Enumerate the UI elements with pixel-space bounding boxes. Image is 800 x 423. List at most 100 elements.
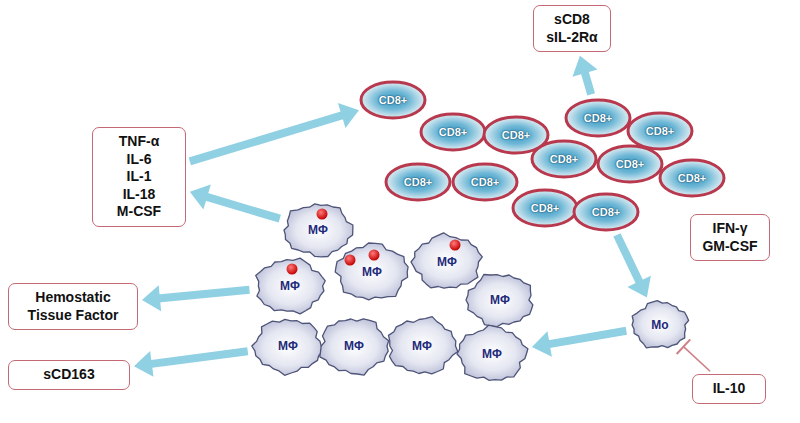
cd8-t-cell: CD8+ xyxy=(419,112,487,152)
macrophage: MΦ xyxy=(248,314,328,378)
arrow-shaft xyxy=(548,331,627,345)
cd8-t-cell: CD8+ xyxy=(451,162,519,202)
arrow-shaft xyxy=(150,351,248,364)
phagocytosed-cell xyxy=(450,240,461,251)
signal-arrow xyxy=(190,103,359,161)
cell-label: CD8+ xyxy=(616,158,644,170)
cell-label: CD8+ xyxy=(531,202,559,214)
macrophage: MΦ xyxy=(250,254,330,318)
inhibition-line xyxy=(683,347,710,372)
arrow-shaft xyxy=(205,196,280,218)
phagocytosed-cell xyxy=(317,209,328,220)
cell-membrane xyxy=(532,141,596,177)
arrowhead xyxy=(627,276,650,298)
cell-label: MΦ xyxy=(412,339,432,353)
cell-label: CD8+ xyxy=(471,176,499,188)
cd8-t-cell: CD8+ xyxy=(658,158,726,198)
arrowhead xyxy=(338,103,359,128)
box-text: TNF-α IL-6 IL-1 IL-18 M-CSF xyxy=(115,133,164,221)
macrophage: MΦ xyxy=(461,269,539,331)
cell-label: CD8+ xyxy=(502,129,530,141)
cell-label: MΦ xyxy=(437,255,457,269)
cell-body xyxy=(252,319,324,375)
cell-label: Mo xyxy=(651,318,668,332)
cell-label: CD8+ xyxy=(439,126,467,138)
cd8-t-cell: CD8+ xyxy=(530,139,598,179)
arrow-shaft xyxy=(158,290,250,299)
arrowhead xyxy=(190,185,211,210)
cell-label: CD8+ xyxy=(379,94,407,106)
cd8-t-cell: CD8+ xyxy=(384,162,452,202)
cell-body xyxy=(335,243,408,300)
signal-arrow xyxy=(142,285,249,311)
box-text: Hemostatic Tissue Factor xyxy=(18,289,128,324)
cytokine-box: sCD163 xyxy=(8,360,130,390)
cell-label: MΦ xyxy=(278,339,298,353)
cell-label: MΦ xyxy=(490,293,510,307)
monocyte: Mo xyxy=(627,297,693,353)
arrow-shaft xyxy=(617,235,640,283)
signal-arrow xyxy=(190,185,280,219)
phagocytosed-cell xyxy=(287,264,298,275)
cd8-t-cell: CD8+ xyxy=(359,80,427,120)
arrowhead xyxy=(532,331,552,357)
macrophage: MΦ xyxy=(382,313,462,379)
cd8-t-cell: CD8+ xyxy=(511,188,579,228)
cell-membrane xyxy=(660,160,724,196)
signal-arrow xyxy=(134,351,248,377)
cell-label: MΦ xyxy=(344,339,364,353)
arrowhead xyxy=(142,285,161,311)
cell-body xyxy=(411,233,482,288)
cell-label: CD8+ xyxy=(404,176,432,188)
cell-membrane xyxy=(453,164,517,200)
cell-membrane xyxy=(628,113,692,149)
cell-membrane xyxy=(361,82,425,118)
macrophage: MΦ xyxy=(314,313,394,379)
cell-membrane xyxy=(386,164,450,200)
cell-body xyxy=(389,317,458,374)
inhibition-connector xyxy=(677,339,710,371)
cell-label: CD8+ xyxy=(646,125,674,137)
cell-label: CD8+ xyxy=(584,112,612,124)
arrowhead xyxy=(572,56,597,77)
cell-label: CD8+ xyxy=(550,153,578,165)
cytokine-box: sCD8 sIL-2Rα xyxy=(533,5,611,52)
cell-membrane xyxy=(598,146,662,182)
cytokine-box: Hemostatic Tissue Factor xyxy=(8,283,138,330)
cell-membrane xyxy=(421,114,485,150)
box-text: IFN-γ GM-CSF xyxy=(700,220,760,255)
phagocytosed-cell xyxy=(345,255,356,266)
cell-body xyxy=(256,258,326,314)
cell-membrane xyxy=(574,194,638,230)
cell-body xyxy=(457,325,528,380)
cytokine-box: TNF-α IL-6 IL-1 IL-18 M-CSF xyxy=(92,127,186,227)
macrophage: MΦ xyxy=(452,322,532,386)
box-text: sCD163 xyxy=(18,366,120,384)
macrophage: MΦ xyxy=(278,199,358,261)
signal-arrow xyxy=(572,56,597,95)
cell-label: MΦ xyxy=(308,223,328,237)
cell-label: CD8+ xyxy=(678,172,706,184)
box-text: sCD8 sIL-2Rα xyxy=(544,11,600,46)
macrophage: MΦ xyxy=(330,239,414,305)
cell-label: MΦ xyxy=(362,265,382,279)
macrophage: MΦ xyxy=(407,230,487,294)
arrowhead xyxy=(134,351,154,377)
cd8-t-cell: CD8+ xyxy=(564,98,632,138)
cell-body xyxy=(284,204,353,257)
cell-label: CD8+ xyxy=(592,206,620,218)
signal-arrow xyxy=(532,331,626,357)
cell-membrane xyxy=(566,100,630,136)
arrow-shaft xyxy=(190,115,344,161)
cell-body xyxy=(632,301,689,348)
cell-body xyxy=(320,319,389,375)
cd8-t-cell: CD8+ xyxy=(572,192,640,232)
signal-arrow xyxy=(617,235,651,298)
cell-membrane xyxy=(513,190,577,226)
cell-body xyxy=(466,275,533,327)
cytokine-box: IFN-γ GM-CSF xyxy=(690,214,770,261)
cell-label: MΦ xyxy=(482,347,502,361)
arrow-shaft xyxy=(584,71,591,94)
phagocytosed-cell xyxy=(369,250,380,261)
